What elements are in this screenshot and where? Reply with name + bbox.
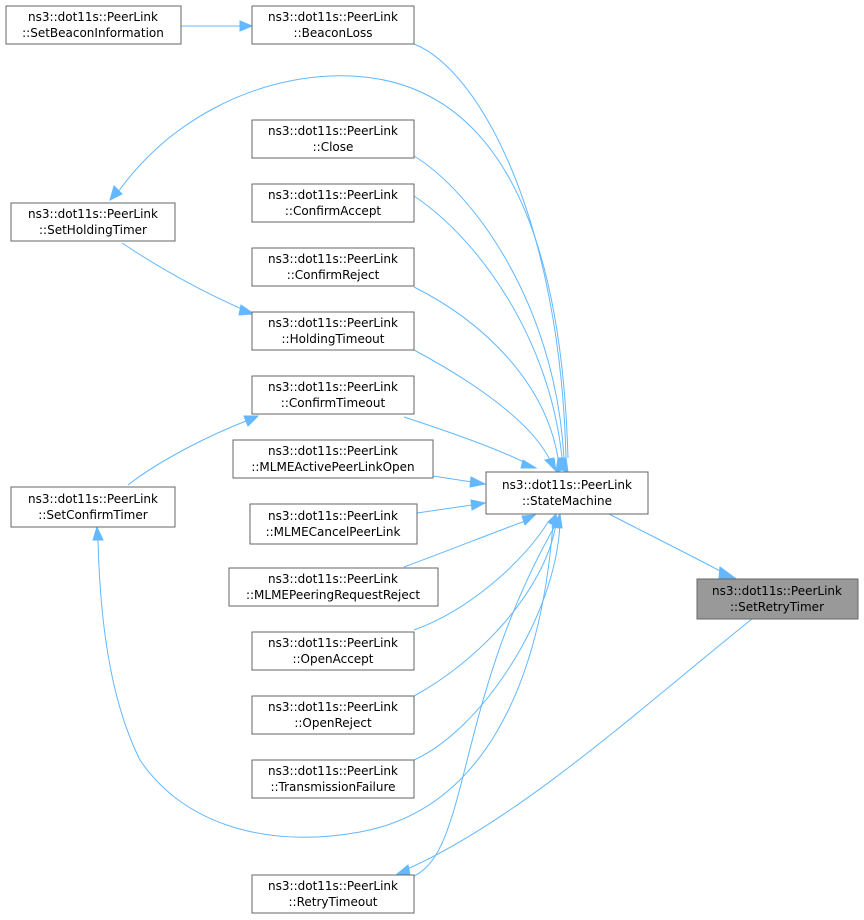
node-label-line1: ns3::dot11s::PeerLink bbox=[268, 509, 398, 523]
node-label-line1: ns3::dot11s::PeerLink bbox=[28, 207, 158, 221]
node-label-line1: ns3::dot11s::PeerLink bbox=[268, 879, 398, 893]
edge-retrytimeout-statemachine bbox=[413, 523, 557, 877]
edge-statemachine-setretrytimer bbox=[606, 512, 723, 573]
arrowhead bbox=[551, 512, 563, 529]
edge-beaconloss-statemachine bbox=[413, 43, 567, 459]
nodes: ns3::dot11s::PeerLink ::SetBeaconInforma… bbox=[5, 5, 859, 914]
edge-openreject-statemachine bbox=[413, 523, 557, 697]
node-confirmaccept[interactable]: ns3::dot11s::PeerLink ::ConfirmAccept bbox=[251, 183, 415, 223]
node-label-line1: ns3::dot11s::PeerLink bbox=[268, 572, 398, 586]
edge-setretrytimer-retrytimeout bbox=[404, 618, 753, 871]
node-label-line1: ns3::dot11s::PeerLink bbox=[268, 380, 398, 394]
edge-mlmecancelpeerlink-statemachine bbox=[416, 504, 473, 514]
edge-confirmtimeout-statemachine bbox=[403, 416, 529, 465]
arrowhead bbox=[718, 566, 737, 579]
node-label-line2: ::MLMEPeeringRequestReject bbox=[246, 588, 420, 602]
arrowhead bbox=[239, 20, 254, 32]
arrowhead bbox=[555, 457, 569, 473]
node-holdingtimeout[interactable]: ns3::dot11s::PeerLink ::HoldingTimeout bbox=[251, 311, 415, 351]
node-label-line1: ns3::dot11s::PeerLink bbox=[268, 252, 398, 266]
edges bbox=[92, 20, 753, 877]
node-label-line1: ns3::dot11s::PeerLink bbox=[268, 636, 398, 650]
edge-transmissionfailure-statemachine bbox=[413, 523, 561, 761]
node-label-line2: ::SetRetryTimer bbox=[730, 600, 824, 614]
node-label-line1: ns3::dot11s::PeerLink bbox=[28, 492, 158, 506]
arrowhead bbox=[470, 499, 487, 511]
edge-openaccept-statemachine bbox=[413, 521, 549, 631]
node-openreject[interactable]: ns3::dot11s::PeerLink ::OpenReject bbox=[251, 695, 415, 735]
node-label-line2: ::SetHoldingTimer bbox=[39, 223, 147, 237]
node-label-line2: ::BeaconLoss bbox=[294, 26, 373, 40]
node-label-line1: ns3::dot11s::PeerLink bbox=[502, 478, 632, 492]
node-mlmeactivepeerlinkopen[interactable]: ns3::dot11s::PeerLink ::MLMEActivePeerLi… bbox=[232, 439, 434, 479]
node-label-line2: ::OpenReject bbox=[294, 716, 372, 730]
arrowhead bbox=[394, 864, 411, 876]
node-label-line2: ::StateMachine bbox=[522, 494, 612, 508]
node-label-line2: ::HoldingTimeout bbox=[282, 332, 385, 346]
edge-confirmaccept-statemachine bbox=[413, 195, 563, 459]
node-mlmecancelpeerlink[interactable]: ns3::dot11s::PeerLink ::MLMECancelPeerLi… bbox=[249, 503, 418, 545]
edge-holdingtimeout-statemachine bbox=[413, 349, 551, 461]
node-statemachine[interactable]: ns3::dot11s::PeerLink ::StateMachine bbox=[485, 471, 649, 515]
arrowhead bbox=[469, 476, 487, 488]
node-label-line1: ns3::dot11s::PeerLink bbox=[268, 444, 398, 458]
node-beaconloss[interactable]: ns3::dot11s::PeerLink ::BeaconLoss bbox=[251, 5, 415, 45]
node-label-line1: ns3::dot11s::PeerLink bbox=[712, 584, 842, 598]
node-label-line1: ns3::dot11s::PeerLink bbox=[268, 124, 398, 138]
node-label-line2: ::TransmissionFailure bbox=[270, 780, 395, 794]
edge-mlmeactivepeerlinkopen-statemachine bbox=[432, 475, 473, 483]
node-label-line2: ::Close bbox=[313, 140, 354, 154]
node-label-line2: ::OpenAccept bbox=[292, 652, 373, 666]
arrowhead bbox=[238, 304, 256, 316]
edge-close-statemachine bbox=[413, 155, 565, 459]
node-transmissionfailure[interactable]: ns3::dot11s::PeerLink ::TransmissionFail… bbox=[251, 759, 415, 799]
node-label-line1: ns3::dot11s::PeerLink bbox=[268, 188, 398, 202]
arrowhead bbox=[520, 459, 538, 469]
node-label-line2: ::MLMEActivePeerLinkOpen bbox=[251, 460, 414, 474]
node-label-line2: ::SetConfirmTimer bbox=[38, 508, 147, 522]
node-label-line2: ::ConfirmAccept bbox=[285, 204, 382, 218]
node-setbeaconinformation[interactable]: ns3::dot11s::PeerLink ::SetBeaconInforma… bbox=[5, 5, 182, 45]
node-mlmepeeringrequestreject[interactable]: ns3::dot11s::PeerLink ::MLMEPeeringReque… bbox=[228, 567, 439, 607]
arrowhead bbox=[544, 457, 557, 473]
node-label-line2: ::RetryTimeout bbox=[288, 895, 377, 909]
edge-setconfirmtimer-confirmtimeout bbox=[127, 420, 247, 486]
arrowhead bbox=[243, 415, 260, 427]
node-label-line1: ns3::dot11s::PeerLink bbox=[268, 10, 398, 24]
node-retrytimeout[interactable]: ns3::dot11s::PeerLink ::RetryTimeout bbox=[251, 874, 415, 914]
arrowhead bbox=[92, 525, 104, 541]
node-openaccept[interactable]: ns3::dot11s::PeerLink ::OpenAccept bbox=[251, 631, 415, 671]
node-setconfirmtimer[interactable]: ns3::dot11s::PeerLink ::SetConfirmTimer bbox=[10, 486, 176, 528]
node-label-line1: ns3::dot11s::PeerLink bbox=[28, 10, 158, 24]
node-setretrytimer[interactable]: ns3::dot11s::PeerLink ::SetRetryTimer bbox=[696, 578, 859, 620]
node-label-line1: ns3::dot11s::PeerLink bbox=[268, 316, 398, 330]
arrowhead bbox=[109, 185, 123, 201]
node-label-line2: ::ConfirmReject bbox=[287, 268, 380, 282]
node-close[interactable]: ns3::dot11s::PeerLink ::Close bbox=[251, 119, 415, 159]
node-label-line2: ::MLMECancelPeerLink bbox=[266, 525, 401, 539]
edge-statemachine-setholdingtimer bbox=[117, 75, 569, 459]
node-label-line1: ns3::dot11s::PeerLink bbox=[268, 700, 398, 714]
edge-statemachine-setconfirmtimer bbox=[97, 523, 554, 838]
node-setholdingtimer[interactable]: ns3::dot11s::PeerLink ::SetHoldingTimer bbox=[10, 202, 176, 242]
node-confirmreject[interactable]: ns3::dot11s::PeerLink ::ConfirmReject bbox=[251, 247, 415, 287]
arrowhead bbox=[521, 514, 537, 526]
edge-setholdingtimer-holdingtimeout bbox=[121, 242, 245, 311]
edge-mlmepeeringrequestreject-statemachine bbox=[403, 519, 529, 568]
node-label-line2: ::ConfirmTimeout bbox=[281, 396, 386, 410]
node-confirmtimeout[interactable]: ns3::dot11s::PeerLink ::ConfirmTimeout bbox=[251, 375, 415, 415]
node-label-line2: ::SetBeaconInformation bbox=[22, 26, 164, 40]
node-label-line1: ns3::dot11s::PeerLink bbox=[268, 764, 398, 778]
edge-confirmreject-statemachine bbox=[413, 286, 559, 459]
